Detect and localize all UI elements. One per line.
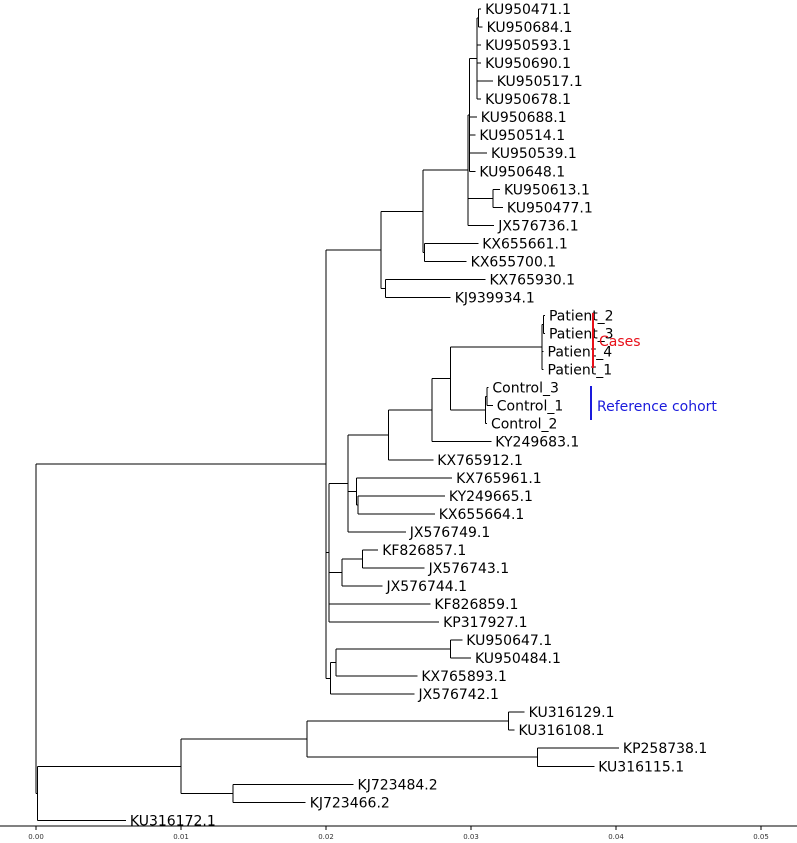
tip-label: KU950684.1 <box>487 20 573 36</box>
axis-tick-label: 0.02 <box>318 833 334 841</box>
axis-tick-label: 0.03 <box>463 833 479 841</box>
tip-label: KU950517.1 <box>497 74 583 90</box>
tip-label: KU316108.1 <box>519 723 605 739</box>
tip-label: KP317927.1 <box>443 615 527 631</box>
tip-label: KU950593.1 <box>485 38 571 54</box>
tip-label: KU950647.1 <box>466 633 552 649</box>
tip-label: KX655700.1 <box>471 254 557 270</box>
tip-label: KJ723484.2 <box>358 777 438 793</box>
tree-branches <box>35 8 619 821</box>
tip-label: Control_1 <box>497 399 564 415</box>
tip-label: KU950648.1 <box>479 164 565 180</box>
axis-tick-label: 0.00 <box>28 833 44 841</box>
cases-label: Cases <box>599 334 641 350</box>
tip-label: Patient_4 <box>548 345 613 361</box>
tip-label: Control_3 <box>492 381 559 397</box>
tip-label: KX655661.1 <box>482 236 568 252</box>
tip-label: KF826857.1 <box>382 543 466 559</box>
tip-label: Patient_2 <box>549 309 614 325</box>
tip-label: KU950539.1 <box>491 146 577 162</box>
tip-label: Patient_1 <box>548 363 613 379</box>
tip-label: KU950613.1 <box>504 182 590 198</box>
reference-cohort-label: Reference cohort <box>597 399 717 415</box>
tip-label: KF826859.1 <box>434 597 518 613</box>
tip-label: KU950514.1 <box>479 128 565 144</box>
tip-label: Control_2 <box>491 417 558 433</box>
axis-tick-label: 0.01 <box>173 833 189 841</box>
tip-label: KU950690.1 <box>485 56 571 72</box>
tip-label: KU950678.1 <box>485 92 571 108</box>
axis-tick-label: 0.04 <box>608 833 624 841</box>
tip-label: Patient_3 <box>549 327 614 343</box>
tip-label: KY249665.1 <box>449 489 533 505</box>
axis-tick-label: 0.05 <box>753 833 769 841</box>
tip-label: KX765893.1 <box>421 669 507 685</box>
scale-axis: 0.00 0.01 0.02 0.03 0.04 0.05 <box>0 825 797 841</box>
tip-label: KU316172.1 <box>130 813 216 829</box>
tip-label: JX576743.1 <box>428 561 510 577</box>
tip-label: KP258738.1 <box>623 741 707 757</box>
tip-label: JX576744.1 <box>386 579 468 595</box>
tip-label: JX576742.1 <box>417 687 499 703</box>
tip-label: KX655664.1 <box>439 507 525 523</box>
tip-label: JX576749.1 <box>409 525 491 541</box>
tip-label: KX765961.1 <box>456 471 542 487</box>
tip-label: JX576736.1 <box>497 218 579 234</box>
tip-label: KX765930.1 <box>490 272 576 288</box>
tip-labels: KU950471.1KU950684.1KU950593.1KU950690.1… <box>130 2 707 829</box>
tip-label: KU950477.1 <box>507 200 593 216</box>
tip-label: KU316129.1 <box>529 705 615 721</box>
tip-label: KY249683.1 <box>495 435 579 451</box>
tip-label: KU950471.1 <box>485 2 571 18</box>
tip-label: KJ939934.1 <box>455 290 535 306</box>
tip-label: KU316115.1 <box>598 759 684 775</box>
group-annotations: Cases Reference cohort <box>590 313 717 420</box>
tip-label: KJ723466.2 <box>310 795 390 811</box>
tip-label: KU950688.1 <box>481 110 567 126</box>
tip-label: KX765912.1 <box>437 453 523 469</box>
tip-label: KU950484.1 <box>475 651 561 667</box>
